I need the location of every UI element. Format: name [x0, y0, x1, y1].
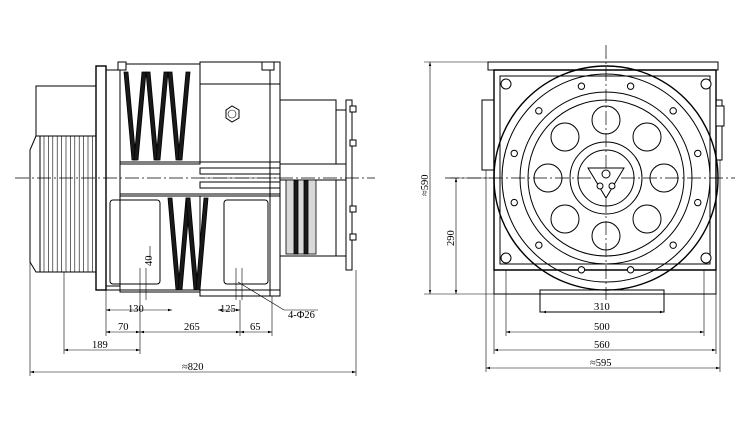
motor-frame [95, 61, 281, 297]
bolt-hole [510, 149, 518, 158]
bolt-hole [626, 82, 635, 90]
corner-bolt [700, 252, 712, 264]
side-view: 40 130 125 4-Φ26 70 265 65 189 ≈820 [15, 61, 375, 376]
bolt-hole [535, 241, 543, 249]
bolt-hole [669, 107, 677, 115]
bolt-hole [510, 198, 518, 207]
hex-nut-icon [225, 105, 240, 123]
bolt-hole [669, 241, 677, 249]
rotor-hole [550, 122, 580, 152]
rotor-hole [591, 105, 621, 135]
rotor-hole [591, 221, 621, 251]
dim-189: 189 [92, 340, 108, 351]
dim-40: 40 [144, 256, 155, 267]
bolt-hole [577, 266, 586, 274]
dim-70: 70 [118, 322, 129, 333]
bolt-hole [535, 107, 543, 115]
housing-outline [481, 61, 725, 313]
dim-820: ≈820 [182, 362, 204, 373]
corner-bolt [500, 252, 512, 264]
dim-500: 500 [594, 322, 610, 333]
bolt-hole [694, 198, 702, 207]
dim-65: 65 [250, 322, 261, 333]
rotor-hole [632, 204, 662, 234]
bolt-hole [626, 266, 635, 274]
dim-290: 290 [446, 230, 457, 246]
dimension-lines-front [424, 61, 721, 372]
brake-springs [123, 71, 209, 291]
encoder-housing [279, 99, 357, 271]
dim-310: 310 [594, 302, 610, 313]
dim-560: 560 [594, 340, 610, 351]
rotor-hole [649, 163, 679, 193]
dim-595: ≈595 [590, 358, 612, 369]
dim-130: 130 [128, 304, 144, 315]
rotor-hole [533, 163, 563, 193]
rotor-hole [550, 204, 580, 234]
front-view: ≈590 290 310 500 560 ≈595 [420, 45, 735, 372]
dim-590: ≈590 [420, 174, 431, 196]
bolt-hole [694, 149, 702, 158]
drive-disk [493, 65, 719, 291]
dim-265: 265 [184, 322, 200, 333]
dim-125: 125 [220, 304, 236, 315]
corner-bolt [500, 78, 512, 90]
rotor-hole [632, 122, 662, 152]
dim-hole: 4-Φ26 [288, 310, 315, 321]
dimension-lines-side [29, 262, 357, 376]
bolt-hole [577, 82, 586, 90]
mounting-feet [96, 199, 280, 291]
traction-sheave [29, 85, 97, 273]
corner-bolt [700, 78, 712, 90]
